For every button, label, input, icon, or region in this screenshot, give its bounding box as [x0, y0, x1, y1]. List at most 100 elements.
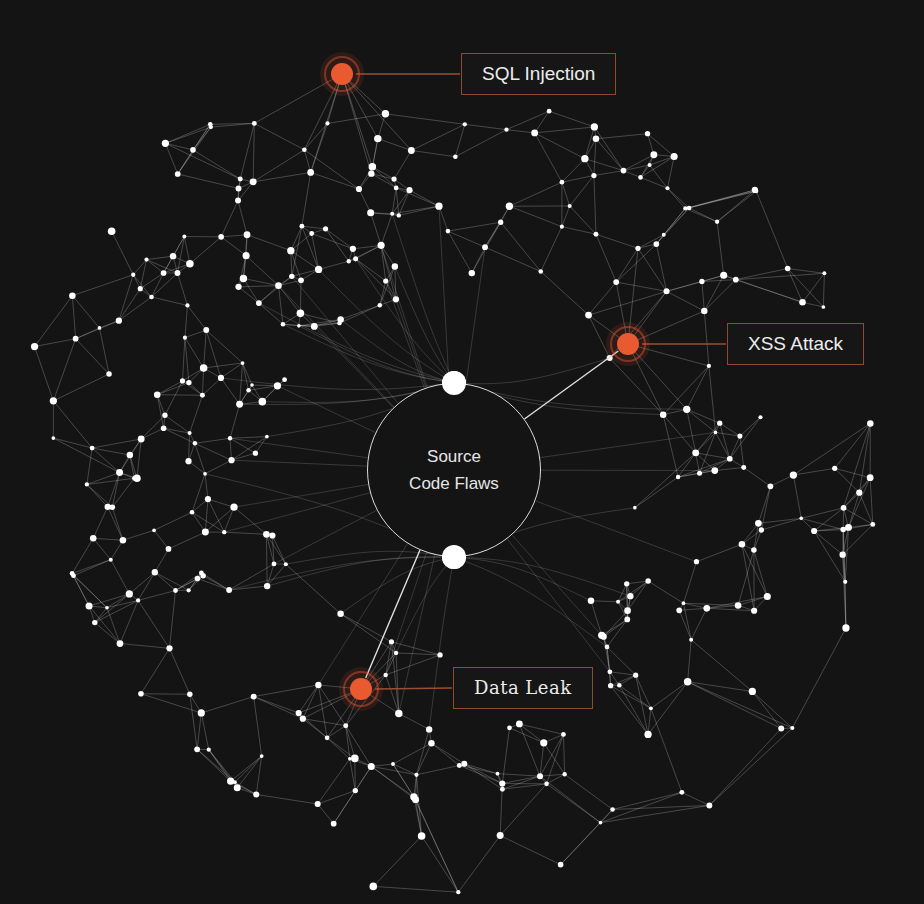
network-dot	[607, 669, 612, 674]
network-dot	[369, 163, 377, 171]
network-dot	[703, 605, 710, 612]
network-line	[835, 468, 870, 477]
network-line	[870, 423, 871, 477]
network-line	[35, 339, 76, 347]
network-line	[843, 524, 873, 554]
network-line	[141, 648, 170, 693]
network-line	[589, 282, 617, 315]
network-dot	[281, 322, 286, 327]
network-line	[185, 305, 188, 337]
network-line	[272, 535, 285, 564]
network-line	[594, 127, 623, 171]
network-dot	[624, 617, 630, 623]
network-dot	[73, 336, 79, 342]
network-line	[190, 237, 221, 264]
network-line	[570, 206, 596, 234]
network-line	[431, 743, 464, 764]
network-line	[138, 600, 169, 648]
network-line	[169, 648, 189, 694]
network-dot	[198, 709, 205, 716]
network-dot	[389, 639, 394, 644]
network-line	[585, 159, 624, 171]
network-line	[562, 182, 570, 206]
network-line	[730, 436, 740, 459]
network-line	[123, 530, 154, 540]
network-dot	[226, 587, 232, 593]
network-line	[591, 601, 602, 636]
network-dot	[186, 260, 194, 268]
network-line	[243, 363, 249, 390]
network-line	[35, 347, 54, 401]
network-line	[616, 282, 666, 291]
network-line	[259, 303, 454, 383]
network-dot	[203, 472, 207, 476]
network-dot	[562, 772, 566, 776]
network-line	[243, 278, 258, 303]
network-line	[157, 395, 165, 416]
network-dot	[106, 371, 111, 376]
network-line	[458, 836, 500, 893]
network-dot	[581, 155, 588, 162]
network-line	[667, 156, 674, 188]
network-dot	[839, 551, 845, 557]
network-dot	[182, 235, 186, 239]
network-line	[318, 685, 327, 738]
network-line	[535, 133, 585, 159]
network-dot	[353, 788, 358, 793]
network-dot	[202, 529, 209, 536]
network-dot	[768, 483, 774, 489]
network-dot	[104, 504, 110, 510]
network-dot	[162, 413, 167, 418]
network-dot	[193, 441, 197, 445]
network-line	[195, 438, 230, 443]
network-dot	[679, 790, 684, 795]
network-dot	[105, 606, 109, 610]
network-line	[231, 756, 262, 781]
network-dot	[683, 206, 687, 210]
network-line	[485, 206, 509, 247]
network-line	[664, 208, 686, 234]
network-line	[396, 188, 399, 216]
network-dot	[842, 624, 849, 631]
network-line	[141, 428, 163, 439]
network-line	[356, 259, 386, 281]
network-line	[392, 190, 409, 214]
network-line	[448, 231, 472, 273]
network-dot	[235, 284, 241, 290]
node-text: XSS Attack	[748, 333, 843, 354]
network-line	[274, 510, 377, 564]
network-line	[641, 156, 675, 177]
network-dot	[821, 305, 825, 309]
network-dot	[173, 588, 178, 593]
network-line	[414, 797, 458, 892]
network-dot	[138, 691, 144, 697]
network-dot	[591, 173, 596, 178]
network-dot	[662, 233, 666, 237]
network-line	[252, 385, 277, 387]
network-dot	[241, 361, 245, 365]
network-dot	[236, 401, 243, 408]
network-line	[392, 214, 454, 383]
network-line	[141, 694, 201, 713]
network-dot	[627, 593, 633, 599]
network-dot	[200, 364, 208, 372]
network-dot	[132, 476, 136, 480]
network-dot	[649, 706, 653, 710]
network-dot	[263, 531, 270, 538]
network-line	[730, 417, 761, 459]
network-line	[611, 675, 636, 686]
network-dot	[235, 198, 241, 204]
network-dot	[588, 598, 595, 605]
network-line	[399, 206, 439, 215]
network-dot	[650, 151, 657, 158]
network-dot	[161, 425, 167, 431]
network-dot	[265, 435, 269, 439]
network-line	[190, 395, 203, 433]
network-line	[664, 208, 689, 235]
network-line	[299, 319, 341, 325]
network-dot	[428, 740, 434, 746]
network-dot	[383, 278, 388, 283]
network-dot	[841, 505, 847, 511]
network-line	[702, 281, 704, 311]
network-line	[859, 423, 870, 492]
